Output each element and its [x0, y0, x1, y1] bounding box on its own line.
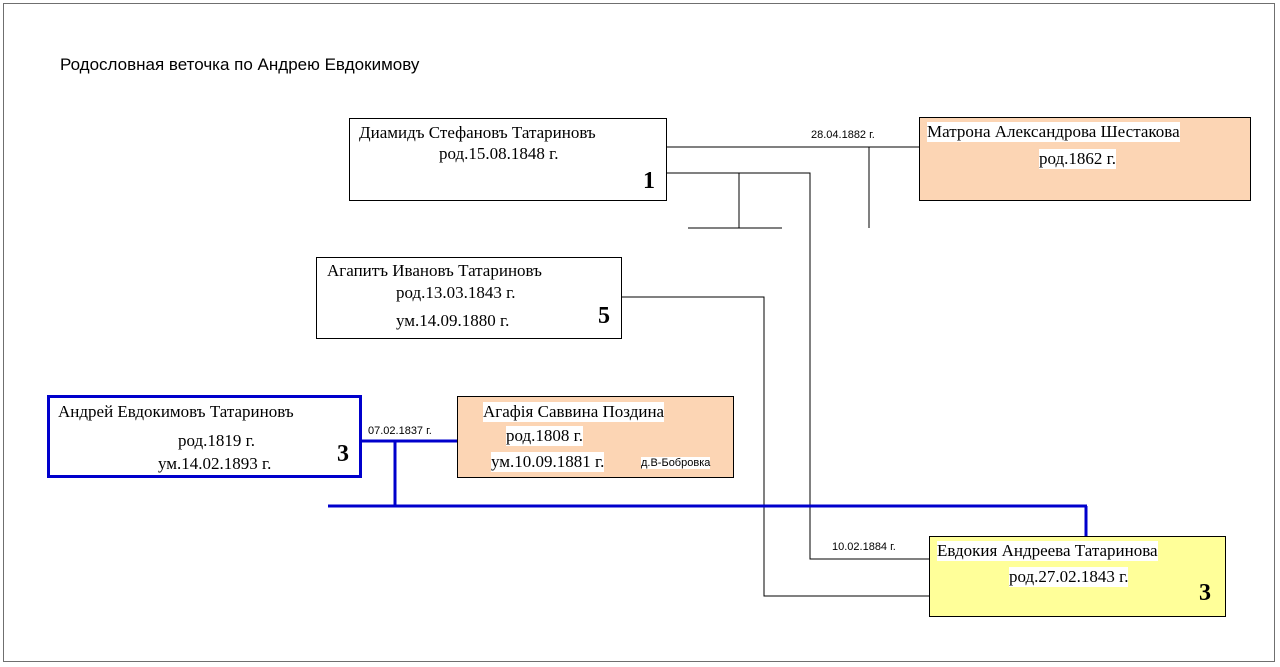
person-number: 5 [598, 303, 610, 329]
marriage-date-2: 07.02.1837 г. [368, 425, 432, 437]
person-box-agapit[interactable]: Агапитъ Ивановъ Татариновъ род.13.03.184… [316, 257, 622, 339]
marriage-date-1: 28.04.1882 г. [811, 129, 875, 141]
person-place: д.В-Бобровка [641, 457, 711, 469]
diagram-frame [3, 3, 1275, 662]
person-name: Диамидъ Стефановъ Татариновъ [359, 123, 596, 142]
diagram-title: Родословная веточка по Андрею Евдокимову [60, 55, 420, 74]
person-number: 3 [1199, 580, 1211, 606]
person-birth: род.13.03.1843 г. [396, 283, 516, 302]
person-birth: род.1862 г. [1039, 149, 1116, 169]
person-number: 1 [643, 168, 655, 194]
person-box-agafia[interactable]: Агафія Саввина Поздина род.1808 г. ум.10… [457, 396, 734, 478]
spouse-line-agapit-evdokia [622, 296, 929, 597]
person-death: ум.14.09.1880 г. [396, 311, 510, 330]
person-box-evdokia[interactable]: Евдокия Андреева Татаринова род.27.02.18… [929, 536, 1226, 617]
spouse-line-diamid-evdokia [667, 172, 929, 560]
person-number: 3 [337, 441, 349, 467]
marriage-date-3: 10.02.1884 г. [832, 541, 896, 553]
person-birth: род.1819 г. [178, 431, 255, 450]
person-birth: род.27.02.1843 г. [1009, 567, 1129, 587]
person-death: ум.14.02.1893 г. [158, 454, 272, 473]
person-box-andrei[interactable]: Андрей Евдокимовъ Татариновъ род.1819 г.… [47, 395, 362, 478]
person-birth: род.1808 г. [506, 426, 583, 446]
person-name: Агапитъ Ивановъ Татариновъ [327, 261, 542, 280]
person-box-diamid[interactable]: Диамидъ Стефановъ Татариновъ род.15.08.1… [349, 118, 667, 201]
person-name: Матрона Александрова Шестакова [927, 122, 1180, 142]
person-name: Агафія Саввина Поздина [483, 402, 665, 422]
person-birth: род.15.08.1848 г. [439, 144, 559, 163]
person-name: Евдокия Андреева Татаринова [937, 541, 1158, 561]
person-box-matrona[interactable]: Матрона Александрова Шестакова род.1862 … [919, 117, 1251, 201]
person-name: Андрей Евдокимовъ Татариновъ [58, 402, 294, 421]
person-death: ум.10.09.1881 г. [491, 452, 605, 472]
